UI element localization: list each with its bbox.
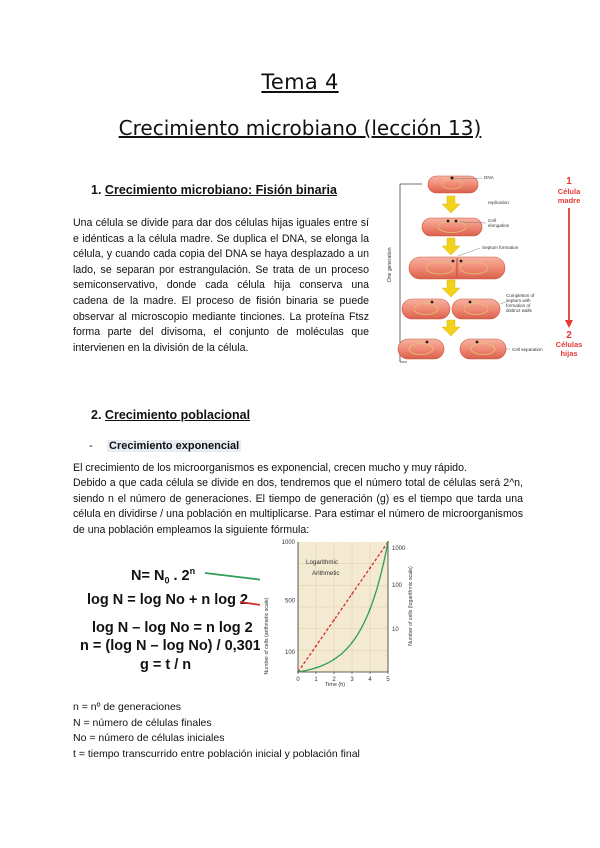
subheading-bullet: - [89,440,93,452]
label-2-number: 2 [566,330,572,341]
down-arrow-4 [441,319,461,337]
label-formation-of: formation of [506,303,531,308]
generation-side-label: One generation [387,247,393,282]
definitions-list: n = nº de generaciones N = número de cél… [73,700,360,762]
elongating-cell [421,217,483,237]
label-completion: Completion of [506,293,535,298]
label-elongation: elongation [488,223,510,228]
series-arithmetic-point [369,608,371,610]
section-2-title: Crecimiento poblacional [104,408,251,422]
label-distinct-walls: distinct walls [506,308,532,313]
chart-ylabel-left: Number of cells (arithmetic scale) [264,597,270,674]
label-septum-formation: Septum formation [482,245,519,250]
chart-y-left-tick-label: 1000 [282,540,296,546]
series-logarithmic-point [315,645,317,647]
definition-item: n = nº de generaciones [73,701,182,713]
chart-y-right-tick-label: 100 [392,583,403,589]
growth-chart: 0 1 2 3 4 5 100 500 1000 10 100 1000 Number of cell… [260,534,430,694]
label-cell-separation: Cell separation [512,347,543,352]
series-arithmetic-point [297,671,299,673]
down-arrow-1 [441,195,461,214]
down-arrow-2 [441,237,461,256]
section-1-title: Crecimiento microbiano: Fisión binaria [104,183,337,197]
formula-3: log N – log No = n log 2 [92,620,253,636]
dividing-cell-left [401,298,451,320]
definition-item: No = número de células iniciales [73,732,225,744]
page-title: Tema 4 [261,70,339,94]
label-1-line2: madre [558,196,581,205]
chart-y-left-tick-label: 100 [285,650,296,656]
daughter-cell-left [397,338,445,360]
legend-logarithmic: Logarithmic [306,559,338,566]
section-2-line1: El crecimiento de los microorganismos es… [73,462,467,474]
series-arithmetic-line [297,541,389,673]
dividing-cell-right [451,298,501,320]
label-1-number: 1 [566,176,572,187]
chart-x-tick-label: 1 [314,677,318,683]
series-arithmetic-point [351,641,353,644]
section-2-paragraph: Debido a que cada célula se divide en do… [73,477,523,536]
section-2-number: 2. [91,408,102,422]
mother-cell [427,175,479,194]
definition-item: t = tiempo transcurrido entre población … [73,747,360,760]
formula-5: g = t / n [140,657,192,673]
chart-y-right-tick-label: 1000 [392,546,406,552]
section-1-paragraph: Una célula se divide para dar dos célula… [73,217,369,354]
series-arithmetic-point [315,666,317,669]
binary-fission-figure: One generation DNA replication Cel [387,175,583,363]
label-septum-with: septum with [506,298,531,303]
formula-4: n = (log N – log No) / 0,301 [80,638,261,654]
label-replication: replication [488,200,509,205]
section-1-heading: 1. Crecimiento microbiano: Fisión binari… [91,183,337,197]
chart-ylabel-right: Number of cells (logarithmic scale) [408,566,414,646]
chart-plot-area: 0 1 2 3 4 5 100 500 1000 10 100 1000 [282,540,406,683]
mother-to-daughter-arrowhead [565,320,573,328]
label-cell: Cell [488,218,496,223]
formula-2: log N = log No + n log 2 [87,592,249,608]
label-2-line2: hijas [560,349,577,358]
series-logarithmic-point [351,593,353,595]
subheading-exponential: - Crecimiento exponencial [89,440,242,452]
label-1-line1: Célula [558,187,581,196]
series-arithmetic-point [333,658,335,661]
definition-item: N = número de células finales [73,716,212,729]
formula-1: N= N0 . 2n [131,566,196,586]
chart-xlabel: Time (h) [325,682,345,688]
series-logarithmic-point [369,567,371,569]
chart-x-tick-label: 5 [386,677,390,683]
chart-x-tick-label: 3 [350,677,354,683]
chart-x-tick-label: 4 [368,677,372,683]
label-2-line1: Células [556,340,583,349]
legend-arithmetic: Arithmetic [312,570,340,577]
label-dna: DNA [484,175,495,180]
down-arrow-3 [441,279,461,298]
chart-x-tick-label: 2 [332,677,336,683]
series-logarithmic-line [297,541,389,673]
section-1-number: 1. [91,183,102,197]
subheading-text: Crecimiento exponencial [107,440,242,452]
series-arithmetic-point [387,541,389,543]
chart-x-tick-label: 0 [296,677,300,683]
chart-y-left-tick-label: 500 [285,599,296,605]
section-2-heading: 2. Crecimiento poblacional [91,408,250,422]
chart-y-right-tick-label: 10 [392,627,399,633]
generation-bracket [399,183,422,363]
page-subtitle: Crecimiento microbiano (lección 13) [118,116,482,140]
series-logarithmic-point [333,619,335,621]
